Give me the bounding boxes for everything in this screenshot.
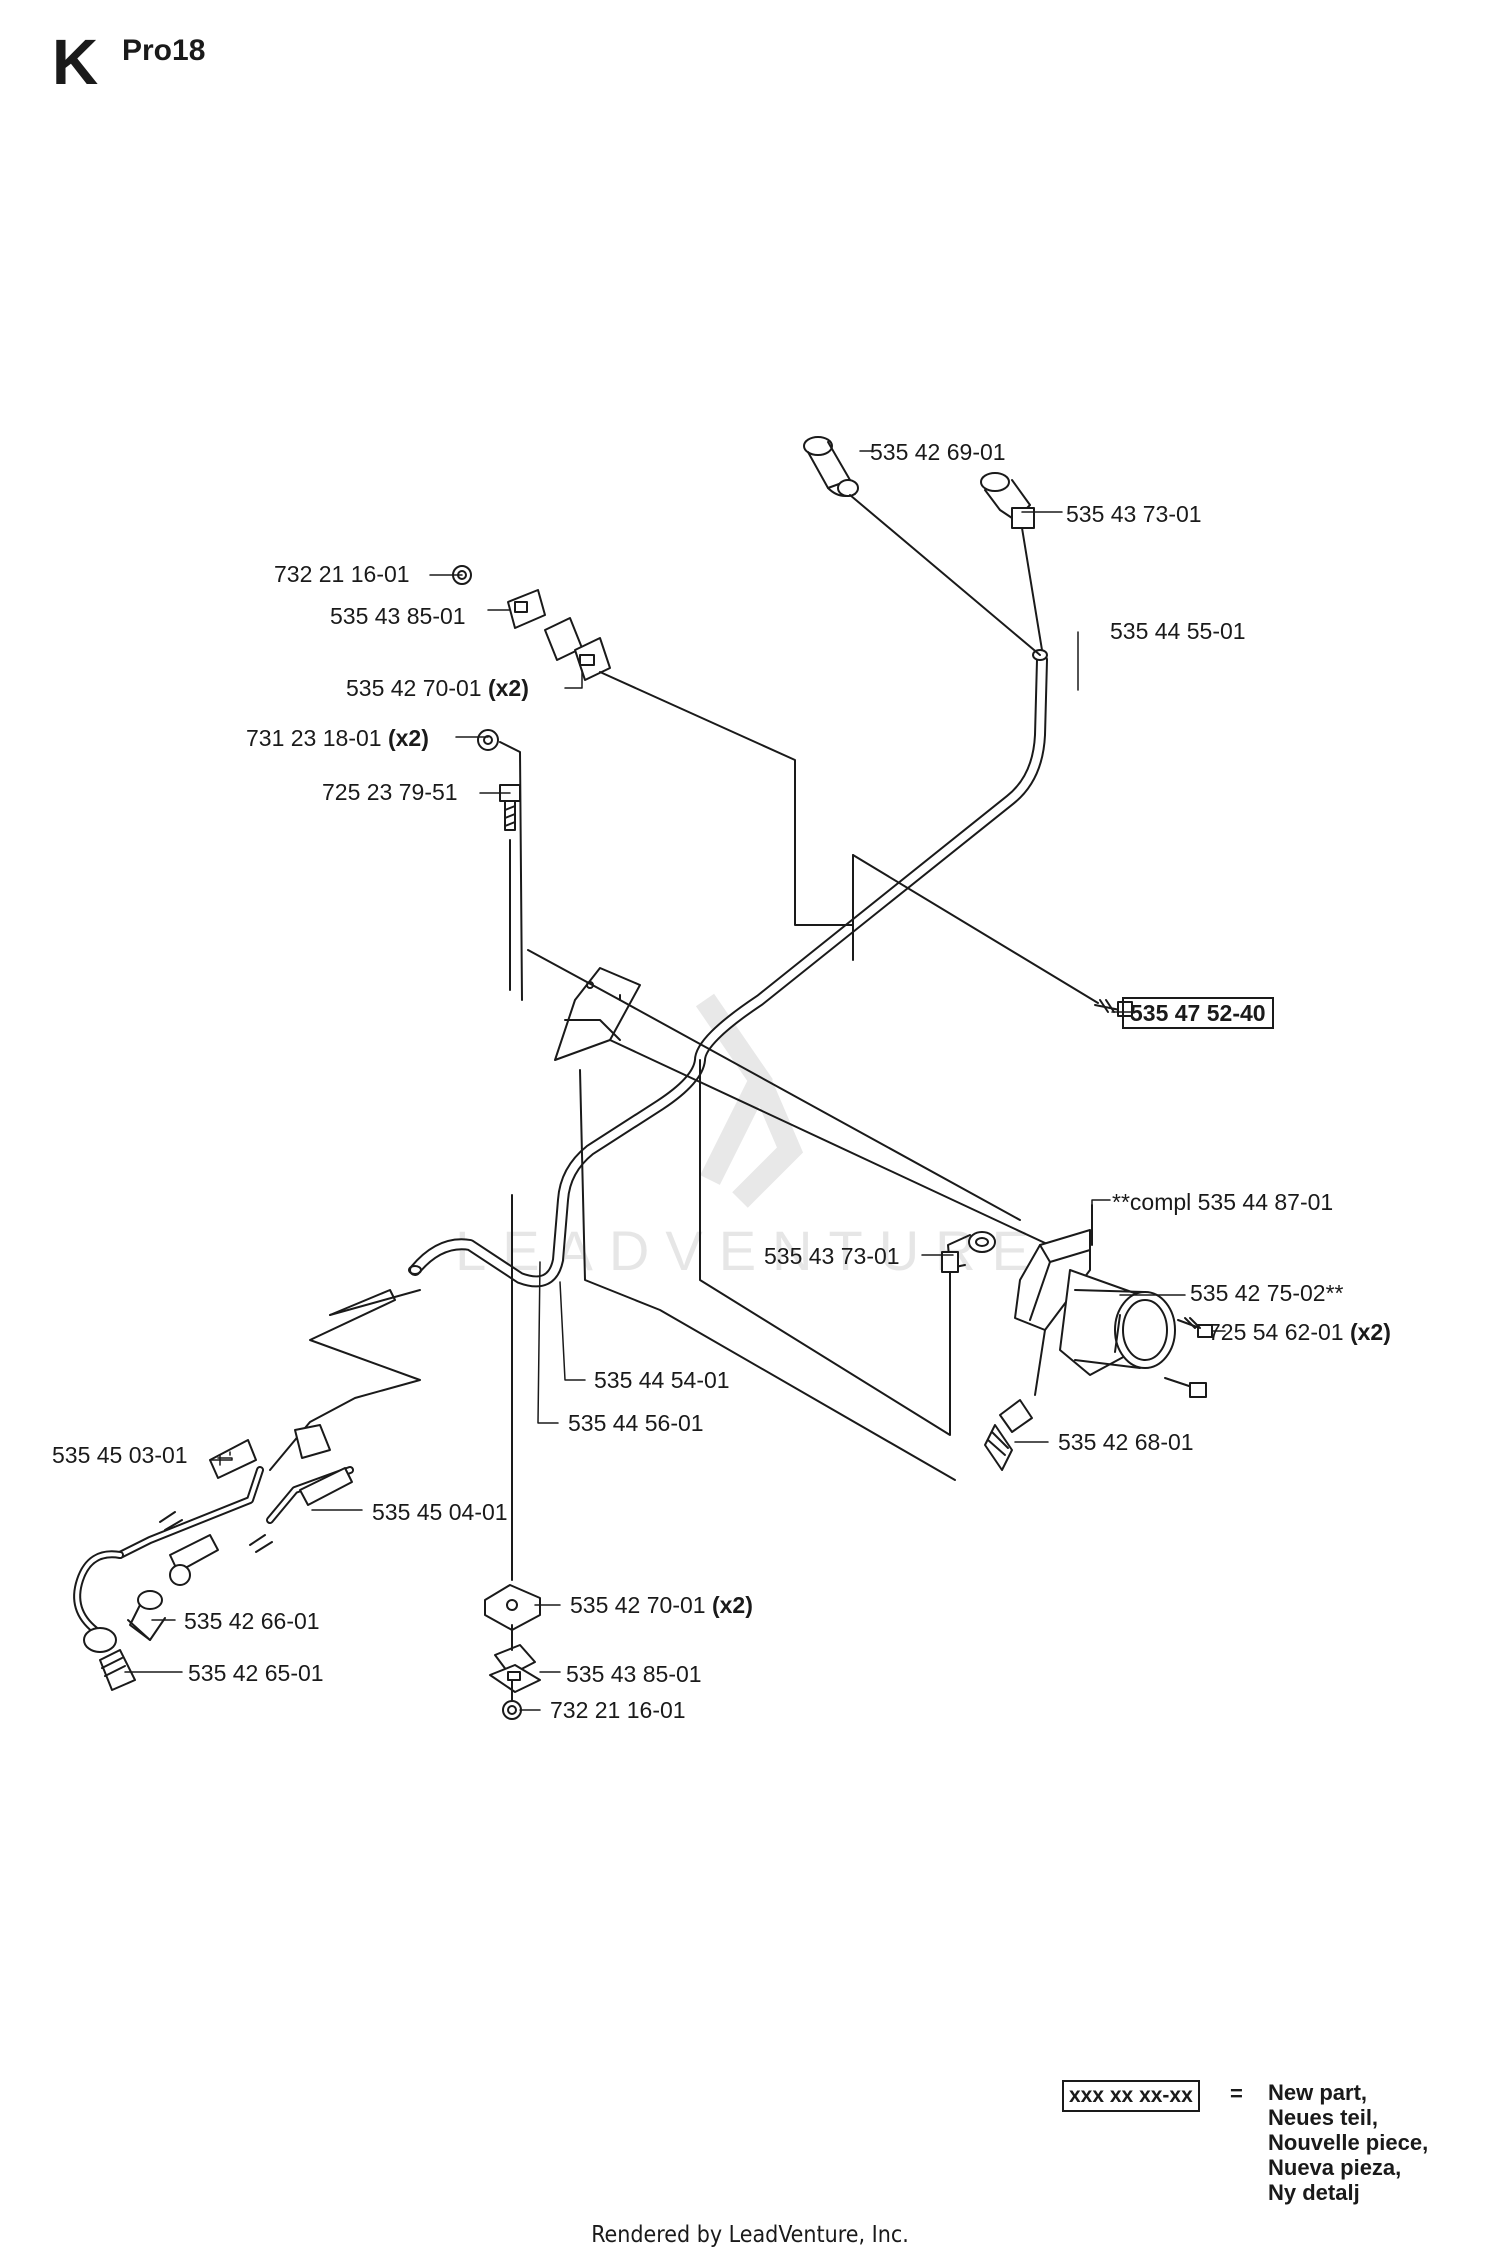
part-label: **compl 535 44 87-01 (1112, 1189, 1334, 1215)
bracket-plate (554, 967, 641, 1061)
part-label: 535 42 66-01 (184, 1608, 320, 1634)
part-label: 731 23 18-01 (x2) (246, 725, 429, 751)
part-label: 535 43 73-01 (764, 1243, 900, 1269)
legend-equals: = (1230, 2081, 1243, 2106)
footer-credit: Rendered by LeadVenture, Inc. (591, 2222, 909, 2248)
part-label: 535 43 73-01 (1066, 501, 1202, 527)
elbow-fitting-lower (127, 1590, 166, 1641)
part-label: 725 54 62-01 (x2) (1208, 1319, 1391, 1345)
legend-line: Neues teil, (1268, 2105, 1379, 2130)
part-label: 535 42 75-02** (1190, 1280, 1344, 1306)
section-letter: K (52, 26, 99, 98)
part-label: 535 42 65-01 (188, 1660, 324, 1686)
legend-line: Nouvelle piece, (1268, 2130, 1429, 2155)
legend-line: Nueva pieza, (1268, 2155, 1402, 2180)
part-label: 535 44 56-01 (568, 1410, 704, 1436)
part-label: 535 42 70-01 (x2) (570, 1592, 753, 1618)
nut-and-bolt-left (477, 729, 523, 1001)
bolt-right-lower (1164, 1377, 1207, 1398)
legend-text: New part, Neues teil, Nouvelle piece, Nu… (1268, 2080, 1428, 2205)
part-label-new: 535 47 52-40 (1122, 997, 1274, 1029)
page-title: Pro18 (122, 34, 206, 67)
part-label: 535 45 03-01 (52, 1442, 188, 1468)
part-label: 535 42 68-01 (1058, 1429, 1194, 1455)
part-label: 732 21 16-01 (274, 561, 410, 587)
part-label: 535 42 70-01 (x2) (346, 675, 529, 701)
part-label: 535 43 85-01 (566, 1661, 702, 1687)
part-label: 725 23 79-51 (322, 779, 458, 805)
bolt-right-upper (1177, 1317, 1213, 1338)
part-label: 535 43 85-01 (330, 603, 466, 629)
leader-lines (124, 450, 1226, 1711)
legend-line: Ny detalj (1268, 2180, 1360, 2205)
clamp-group-bottom (484, 1584, 541, 1720)
elbow-fitting-middle (941, 1231, 996, 1273)
legend-new-part-box: xxx xx xx-xx (1062, 2080, 1200, 2112)
part-label: 535 44 55-01 (1110, 618, 1246, 644)
part-label: 535 44 54-01 (594, 1367, 730, 1393)
elbow-fitting-top-right (980, 472, 1035, 529)
legend-line: New part, (1268, 2080, 1368, 2105)
elbow-fitting-top-left (803, 436, 859, 497)
hydraulic-hose-right (169, 1466, 354, 1586)
hydraulic-cylinder (1059, 1269, 1176, 1376)
straight-fitting-lower (99, 1649, 136, 1691)
part-label: 535 42 69-01 (870, 439, 1006, 465)
part-label: 732 21 16-01 (550, 1697, 686, 1723)
hydraulic-hose-left (73, 1289, 421, 1653)
straight-adapter-right (984, 1399, 1033, 1471)
clamp-group-top (452, 565, 611, 681)
part-label: 535 45 04-01 (372, 1499, 508, 1525)
